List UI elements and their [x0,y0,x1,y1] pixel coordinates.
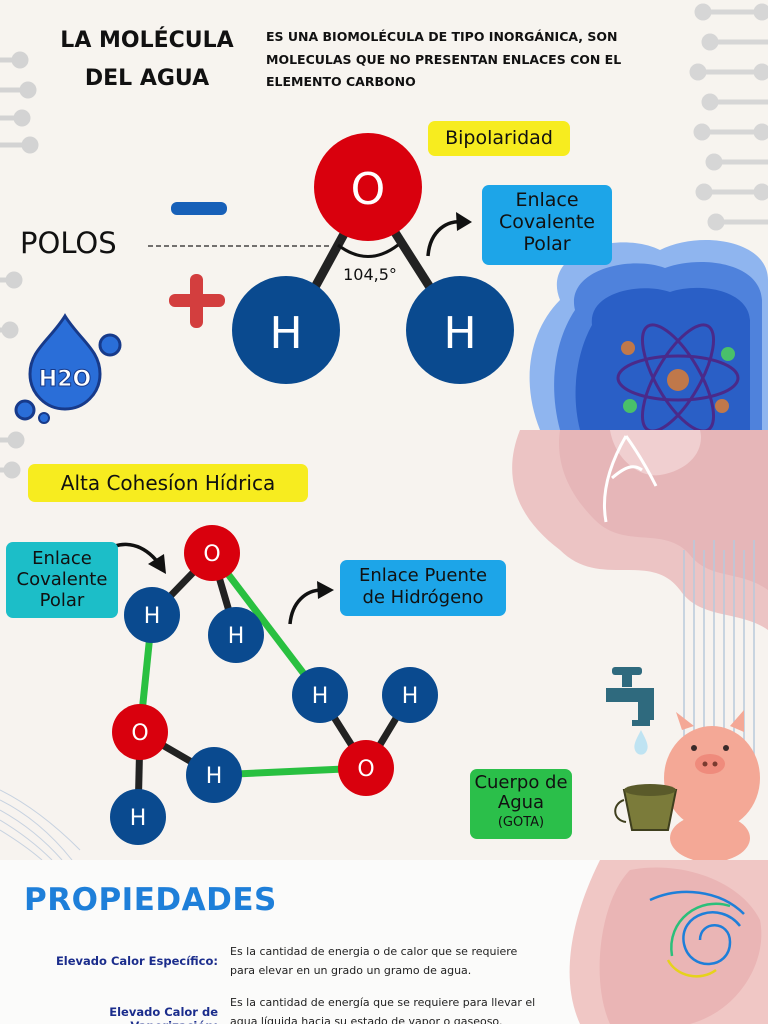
atom-symbols: O H H O H H H H O [130,542,419,831]
molecule-section: O H H 104,5° H2O LA MOLÉCULA DEL AGUA ES… [0,0,768,430]
bond-angle-label: 104,5° [343,265,397,284]
h2o-drop-icon: H2O [14,313,122,424]
bipolarity-label: Bipolaridad [445,127,553,149]
covalent-bond-line-1: Enlace [515,189,579,211]
covalent-line-2: Covalente [16,569,108,590]
faucet-icon [606,667,654,755]
cohesion-diagram: O H H O H H H H O [0,430,768,860]
arrow-icon [426,212,472,257]
covalent-bond-tag: Enlace Covalente Polar [482,185,612,265]
arrow-icon [288,581,334,625]
title-line-1: LA MOLÉCULA [60,28,234,53]
hydrogen-symbol-left: H [269,308,302,359]
intro-text: ES UNA BIOMOLÉCULA DE TIPO INORGÁNICA, S… [266,29,622,89]
decorative-waves [0,789,81,860]
title-line-2: DEL AGUA [84,66,210,91]
atom-h-3: H [206,764,223,789]
cohesion-title-tag: Alta Cohesíon Hídrica [28,464,308,502]
atom-h-4: H [130,806,147,831]
negative-pole-icon [171,202,227,215]
covalent-line-1: Enlace [32,548,92,569]
atom-icon [616,323,740,430]
water-body-tag: Cuerpo de Agua (GOTA) [470,769,572,839]
property-desc-vaporization: Es la cantidad de energía que se requier… [230,996,536,1024]
property-label-vaporization: Elevado Calor de Vaporización: [109,1005,218,1024]
hydrogen-atom-left [232,276,340,384]
covalent-bond-line-2: Covalente [499,211,595,233]
positive-pole-icon [169,274,225,328]
pink-blob-bottom [569,860,768,1024]
cohesion-section: O H H O H H H H O [0,430,768,860]
decorative-chain-right [689,3,768,231]
h2o-label: H2O [39,367,91,392]
atom-o-2: O [131,721,148,746]
pig-icon [664,710,760,860]
hydrogen-atom-right [406,276,514,384]
cohesion-title: Alta Cohesíon Hídrica [60,471,276,495]
poles-label: POLOS [20,226,117,260]
molecule-diagram: O H H 104,5° H2O [0,3,768,430]
covalent-bond-line-3: Polar [523,233,571,255]
hydrogen-symbol-right: H [443,308,476,359]
sketch-glyph-icon [602,435,658,523]
properties-title: PROPIEDADES [24,882,277,918]
hydrogen-bond-tag: Enlace Puente de Hidrógeno [340,560,506,616]
atom-h-2: H [228,624,245,649]
properties-decoration [569,860,768,1024]
water-body-line-3: (GOTA) [497,815,545,830]
water-body-line-1: Cuerpo de [474,772,568,793]
property-desc-specific-heat: Es la cantidad de energia o de calor que… [230,945,518,977]
bond-angle-arc [337,243,399,258]
oxygen-atom [314,133,422,241]
properties-section: PROPIEDADES Elevado Calor Específico: Es… [0,860,768,1024]
atom-o-3: O [357,757,374,782]
bucket-icon [614,784,678,831]
decorative-chain-left-2 [0,431,25,479]
property-label-specific-heat: Elevado Calor Específico: [55,954,218,968]
atom-h-5: H [312,684,329,709]
spiral-icon [649,890,745,978]
covalent-line-3: Polar [39,590,85,611]
decorative-chain-left [0,51,39,339]
water-molecules [110,525,438,845]
atom-h-1: H [144,604,161,629]
atom-o-1: O [203,542,220,567]
water-body-line-2: Agua [497,792,545,813]
atom-blob [529,240,768,430]
oxygen-symbol: O [351,164,386,215]
bipolarity-tag: Bipolaridad [428,121,570,156]
hydrogen-bonds [136,550,367,779]
hydrogen-bond-line-2: de Hidrógeno [362,587,484,608]
page-title: LA MOLÉCULA DEL AGUA [48,22,246,98]
covalent-bond-tag-2: Enlace Covalente Polar [6,542,118,618]
hydrogen-bond-line-1: Enlace Puente [358,565,488,586]
atom-h-6: H [402,684,419,709]
